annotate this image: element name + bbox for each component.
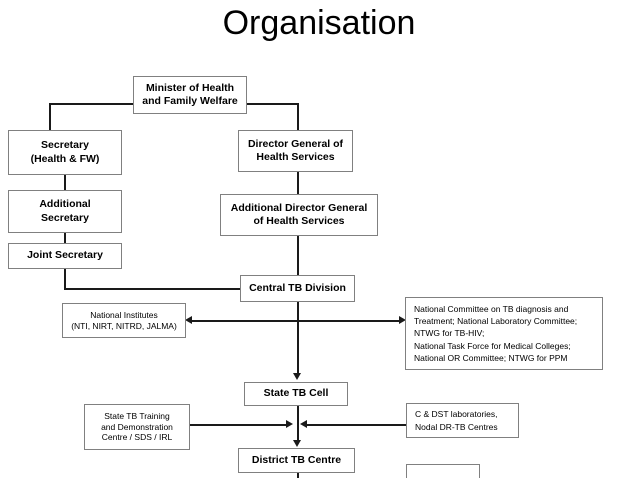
connector-central-tb-to-natl-institutes [192, 320, 298, 322]
connector-addl-dghs-to-central-tb [297, 235, 299, 275]
node-label: Secretary (Health & FW) [30, 139, 100, 165]
arrowhead-dst-labs-to-spine [300, 420, 307, 428]
connector-dghs-to-addl-dghs [297, 171, 299, 194]
connector-central-tb-to-natl-committees [297, 320, 400, 322]
node-label: National Institutes (NTI, NIRT, NITRD, J… [71, 309, 177, 331]
node-state-tb-cell[interactable]: State TB Cell [244, 382, 348, 406]
node-central-tb-division[interactable]: Central TB Division [240, 275, 355, 302]
page-title: Organisation [222, 4, 416, 42]
connector-joint-secretary-down [64, 268, 66, 290]
node-label: Minister of Health and Family Welfare [142, 81, 238, 107]
node-label: Central TB Division [249, 281, 346, 294]
arrowhead-into-natl-committees [399, 316, 406, 324]
node-dst-laboratories[interactable]: C & DST laboratories, Nodal DR-TB Centre… [406, 403, 519, 438]
node-state-tb-training-centre[interactable]: State TB Training and Demonstration Cent… [84, 404, 190, 450]
node-label: Joint Secretary [27, 249, 103, 262]
connector-joint-secretary-to-central-tb [64, 288, 241, 290]
node-additional-director-general-health-services[interactable]: Additional Director General of Health Se… [220, 194, 378, 236]
node-label: Additional Secretary [39, 198, 91, 224]
node-label: National Committee on TB diagnosis and T… [414, 303, 578, 363]
connector-right-bus-down [297, 103, 299, 131]
connector-state-tb-cell-to-district-tb [297, 405, 299, 443]
node-label: State TB Cell [263, 387, 329, 400]
node-director-general-health-services[interactable]: Director General of Health Services [238, 130, 353, 172]
connector-dst-labs-to-spine [307, 424, 406, 426]
connector-central-tb-to-state-tb-cell [297, 301, 299, 375]
connector-secretary-to-addl-secretary [64, 174, 66, 191]
node-label: C & DST laboratories, Nodal DR-TB Centre… [415, 409, 498, 432]
node-joint-secretary[interactable]: Joint Secretary [8, 243, 122, 269]
node-secretary[interactable]: Secretary (Health & FW) [8, 130, 122, 175]
arrowhead-into-natl-institutes [185, 316, 192, 324]
node-label: State TB Training and Demonstration Cent… [101, 410, 173, 443]
node-cut-off-box[interactable] [406, 464, 480, 478]
connector-left-bus-down [49, 103, 51, 131]
arrowhead-state-training-to-spine [286, 420, 293, 428]
node-national-institutes[interactable]: National Institutes (NTI, NIRT, NITRD, J… [62, 303, 186, 338]
connector-addl-secretary-to-joint-secretary [64, 232, 66, 244]
connector-minister-to-left-bus [49, 103, 135, 105]
node-national-committees[interactable]: National Committee on TB diagnosis and T… [405, 297, 603, 370]
connector-state-training-to-spine [190, 424, 287, 426]
node-additional-secretary[interactable]: Additional Secretary [8, 190, 122, 233]
node-label: Director General of Health Services [247, 137, 344, 163]
node-label: District TB Centre [251, 453, 342, 466]
node-label: Additional Director General of Health Se… [230, 201, 368, 227]
connector-minister-to-right-bus [246, 103, 299, 105]
arrowhead-into-state-tb-cell [293, 373, 301, 380]
node-minister-of-health[interactable]: Minister of Health and Family Welfare [133, 76, 247, 114]
connector-district-tb-down [297, 473, 299, 478]
node-district-tb-centre[interactable]: District TB Centre [238, 448, 355, 473]
arrowhead-into-district-tb [293, 440, 301, 447]
